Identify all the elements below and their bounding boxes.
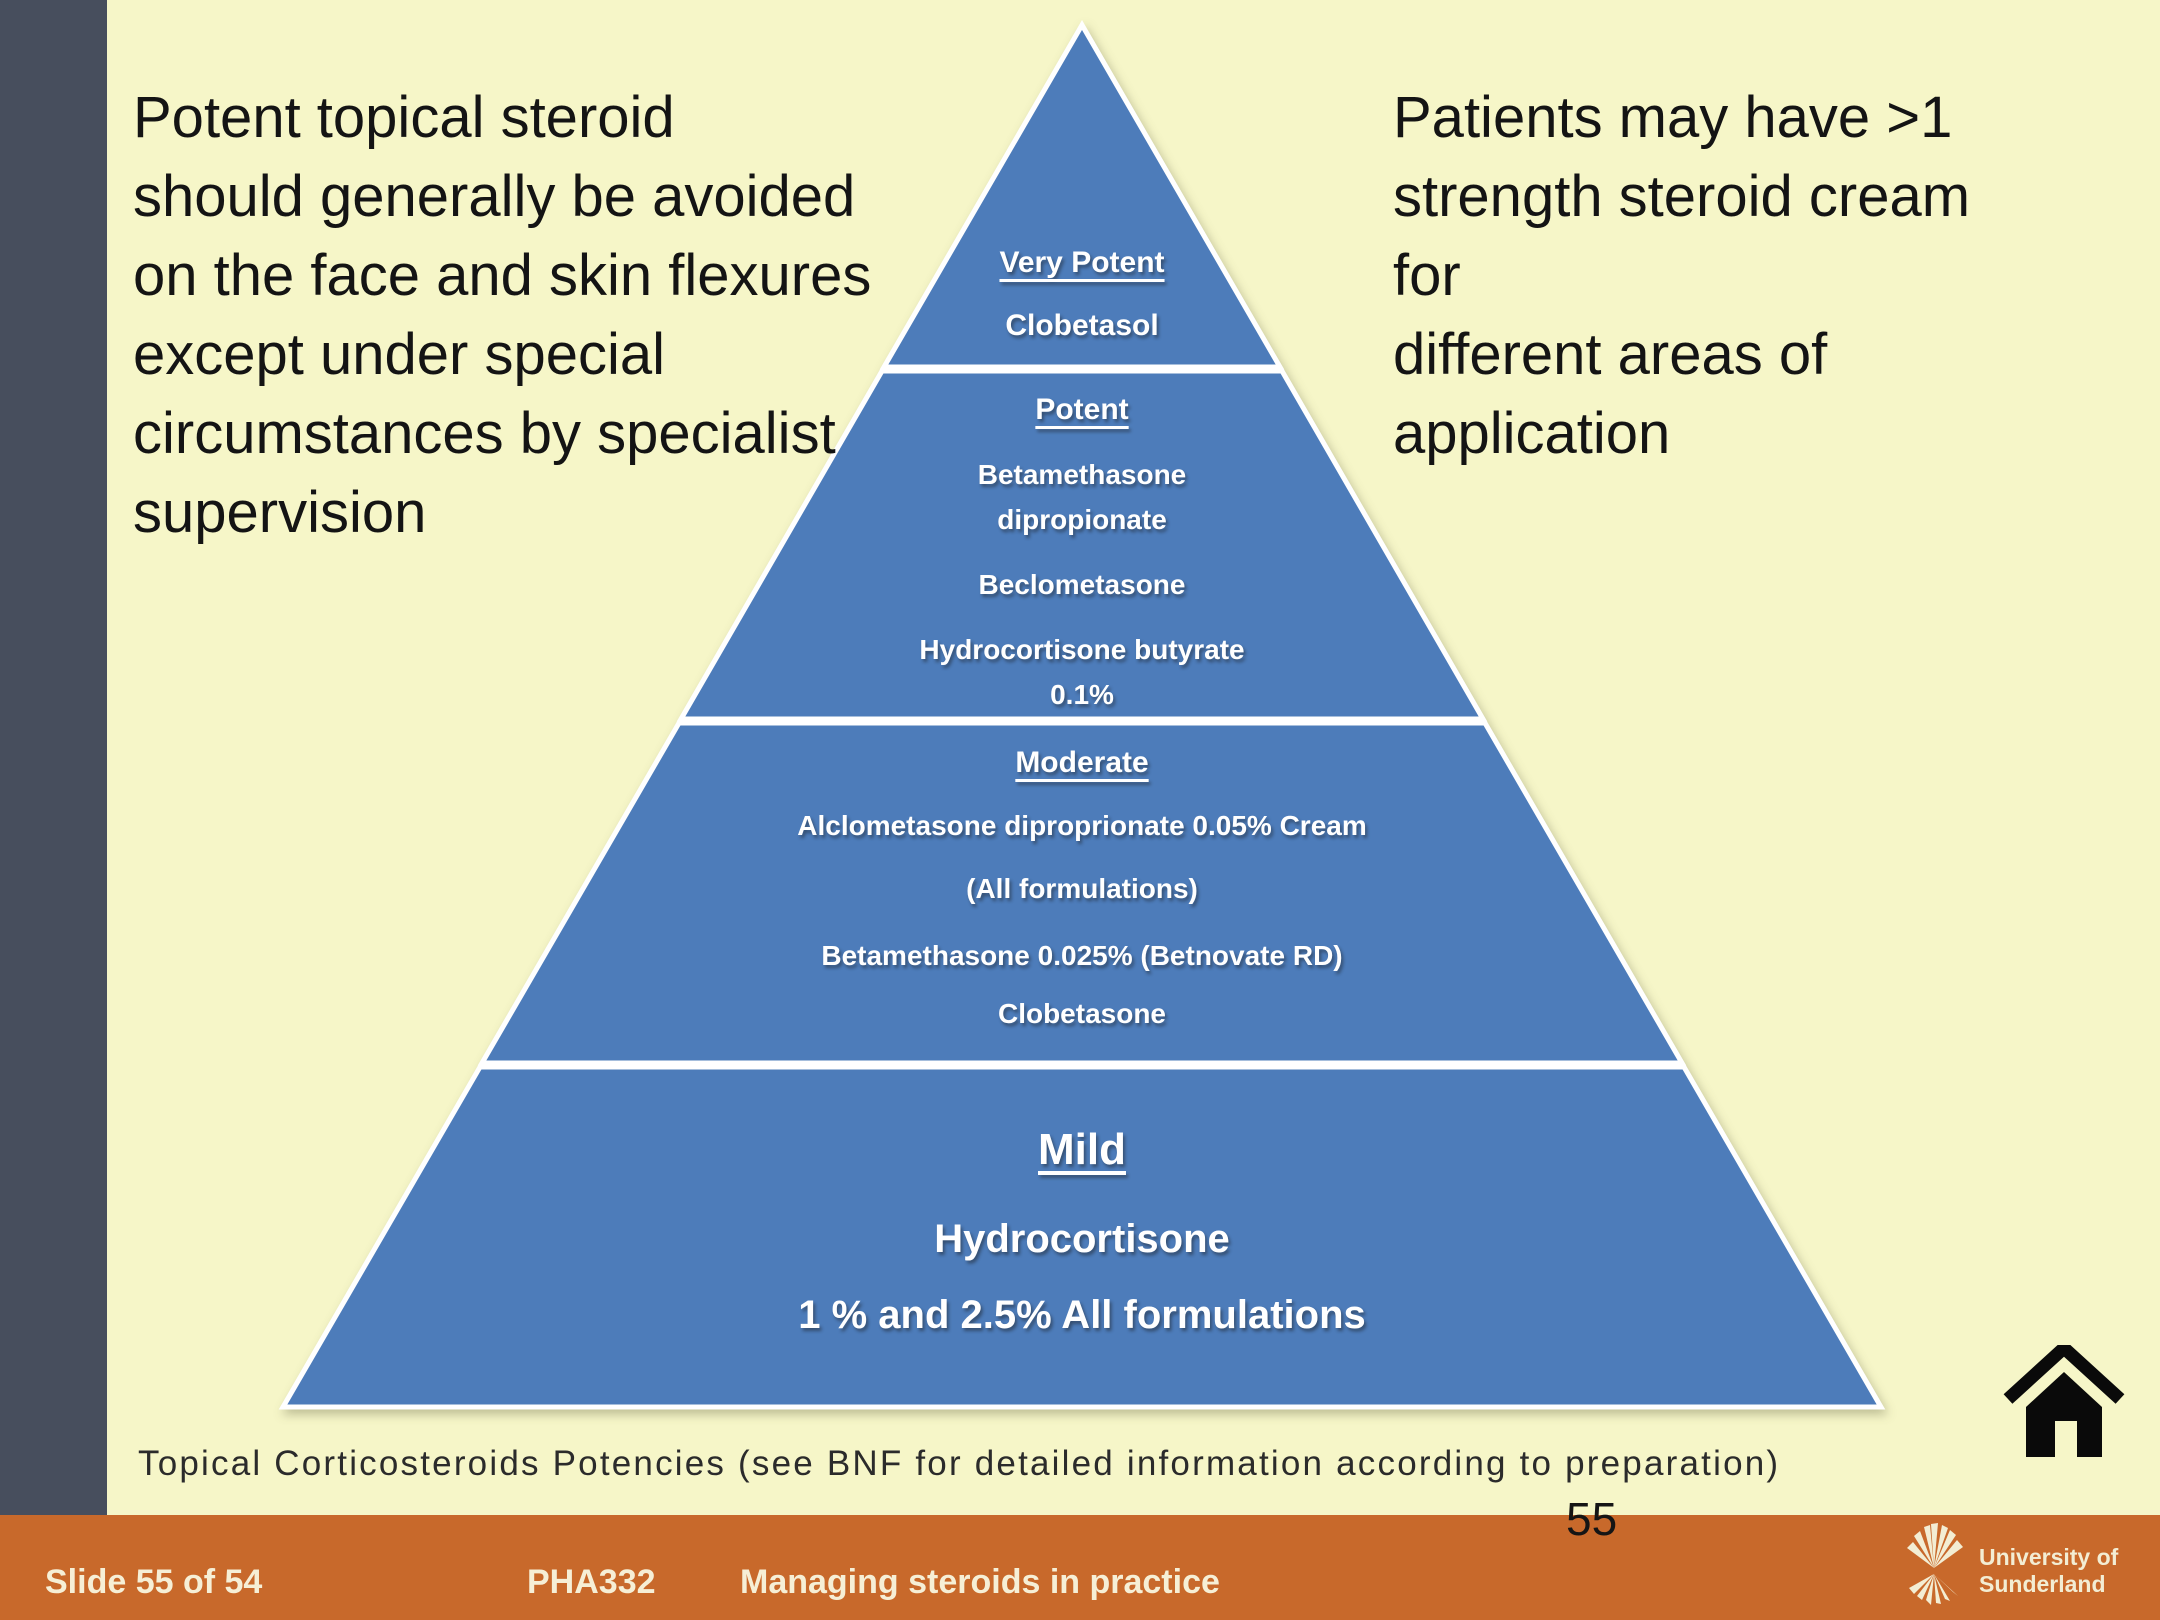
tier-very-potent-label: Very Potent — [999, 246, 1165, 279]
course-code: PHA332 — [527, 1563, 656, 1601]
tier-very-potent-item: Clobetasol — [1005, 309, 1159, 342]
pyramid-tier-mild — [278, 1064, 1886, 1410]
tier-potent-text: Potent Betamethasone dipropionate Beclom… — [919, 392, 1244, 717]
tier-very-potent-text: Very Potent Clobetasol — [999, 245, 1164, 348]
course-title: Managing steroids in practice — [740, 1563, 1220, 1601]
pyramid-tier-moderate — [477, 720, 1687, 1066]
tier-potent-item: Beclometasone — [978, 569, 1186, 600]
tier-mild-label: Mild — [1038, 1125, 1126, 1174]
slide-counter: Slide 55 of 54 — [45, 1563, 263, 1601]
tier-mild-item: Hydrocortisone — [934, 1217, 1230, 1261]
page-number: 55 — [1566, 1493, 1618, 1545]
university-logo: University of Sunderland — [1903, 1520, 2118, 1608]
right-note: Patients may have >1 strength steroid cr… — [1393, 85, 1971, 466]
university-starburst-icon — [1907, 1523, 1963, 1605]
footer-bar — [0, 1515, 2160, 1620]
tier-moderate-item: Alclometasone diproprionate 0.05% Cream — [797, 810, 1367, 841]
home-icon[interactable] — [2002, 1345, 2127, 1457]
tier-potent-label: Potent — [1035, 393, 1129, 426]
tier-moderate-text: Moderate Alclometasone diproprionate 0.0… — [797, 745, 1367, 1036]
university-logo-line1: University of — [1979, 1544, 2119, 1570]
university-logo-text: University of Sunderland — [1979, 1544, 2118, 1598]
tier-moderate-item: Clobetasone — [997, 998, 1167, 1029]
university-logo-line2: Sunderland — [1979, 1571, 2106, 1597]
potency-pyramid-diagram — [278, 20, 1886, 1410]
left-sidebar-strip — [0, 0, 107, 1515]
tier-moderate-item: Betamethasone 0.025% (Betnovate RD) — [821, 940, 1343, 971]
tier-moderate-item: (All formulations) — [966, 873, 1198, 904]
tier-mild-text: Mild Hydrocortisone 1 % and 2.5% All for… — [798, 1122, 1366, 1340]
tier-potent-item: Betamethasone dipropionate — [977, 459, 1187, 535]
tier-moderate-label: Moderate — [1015, 746, 1149, 779]
tier-mild-item: 1 % and 2.5% All formulations — [798, 1293, 1366, 1337]
pyramid-tier-potent — [676, 368, 1488, 722]
pyramid-tier-very-potent — [879, 20, 1285, 370]
left-note: Potent topical steroid should generally … — [133, 85, 872, 545]
tier-potent-item: Hydrocortisone butyrate 0.1% — [919, 634, 1245, 710]
slide-caption: Topical Corticosteroids Potencies (see B… — [138, 1444, 1781, 1483]
